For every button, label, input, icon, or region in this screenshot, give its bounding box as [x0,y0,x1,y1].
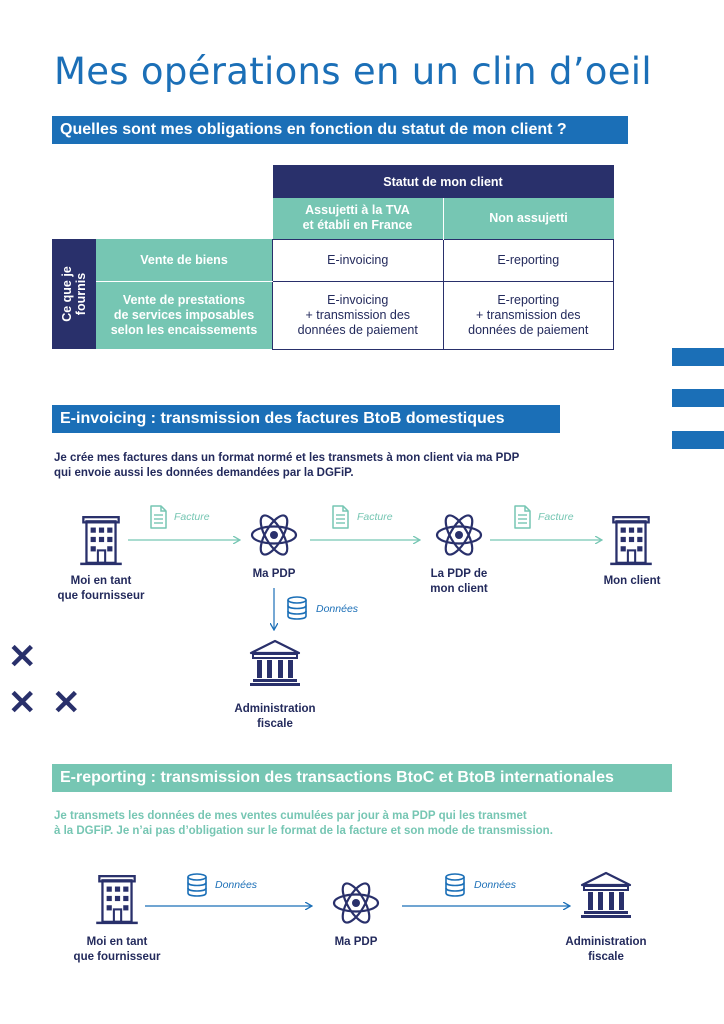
row-label-services: Vente de prestations de services imposab… [96,281,273,349]
section3-intro: Je transmets les données de mes ventes c… [54,810,553,837]
client-building-icon [610,513,652,567]
node-supplier-label: Moi en tant que fournisseur [57,575,145,602]
data-database-icon [186,873,208,897]
page-title: Mes opérations en un clin d’oeil [54,50,652,93]
side-label-cell: Ce que je fournis [52,239,96,349]
supplier-building-icon [96,872,138,926]
section2-heading: E-invoicing : transmission des factures … [52,405,560,433]
section1-heading: Quelles sont mes obligations en fonction… [52,116,628,144]
invoice-doc-icon [330,505,350,529]
col-header-vat-registered: Assujetti à la TVA et établi en France [272,198,444,239]
einvoicing-diagram [128,500,724,700]
cell-services-nonvat: E-reporting + transmission des données d… [442,280,614,350]
cell-goods-vat: E-invoicing [272,238,444,282]
cell-goods-nonvat: E-reporting [442,238,614,282]
flow-label-invoice-1: Facture [174,511,210,523]
data-database-icon [444,873,466,897]
supplier-building-icon [80,513,122,567]
empty-corner-2 [52,198,273,239]
row-label-goods: Vente de biens [96,239,273,282]
node-admin-label-2: Administration fiscale [565,936,647,963]
decor-stripe [672,389,724,407]
decor-stripe [672,431,724,449]
my-pdp-atom-icon [331,878,381,928]
col-header-not-registered: Non assujetti [443,198,614,239]
decor-cross-icon: ✕ [8,638,37,676]
section3-heading: E-reporting : transmission des transacti… [52,764,672,792]
node-client-label: Mon client [603,575,661,587]
empty-corner [52,165,273,198]
flow-label-data: Données [316,603,359,615]
client-pdp-atom-icon [434,510,484,560]
data-database-icon [286,596,308,620]
node-my-pdp-label-2: Ma PDP [334,936,378,948]
node-admin-label: Administration fiscale [234,703,316,730]
decor-cross-icon: ✕ [52,684,81,722]
node-supplier-label-2: Moi en tant que fournisseur [73,936,161,963]
decor-stripe [672,348,724,366]
node-client-pdp-label: La PDP de mon client [430,568,488,595]
section2-intro: Je crée mes factures dans un format norm… [54,452,520,479]
side-label: Ce que je fournis [60,266,88,322]
client-status-header: Statut de mon client [272,165,614,198]
ereporting-diagram [145,880,724,940]
obligations-table: Statut de mon client Assujetti à la TVA … [52,165,614,350]
flow-label-data-3: Données [474,879,517,891]
flow-label-invoice-2: Facture [357,511,393,523]
decor-cross-icon: ✕ [8,684,37,722]
admin-bank-icon [579,870,633,920]
node-my-pdp-label: Ma PDP [252,568,296,580]
invoice-doc-icon [148,505,168,529]
my-pdp-atom-icon [249,510,299,560]
flow-label-invoice-3: Facture [538,511,574,523]
admin-bank-icon [248,638,302,688]
invoice-doc-icon [512,505,532,529]
cell-services-vat: E-invoicing + transmission des données d… [272,280,444,350]
flow-label-data-2: Données [215,879,258,891]
